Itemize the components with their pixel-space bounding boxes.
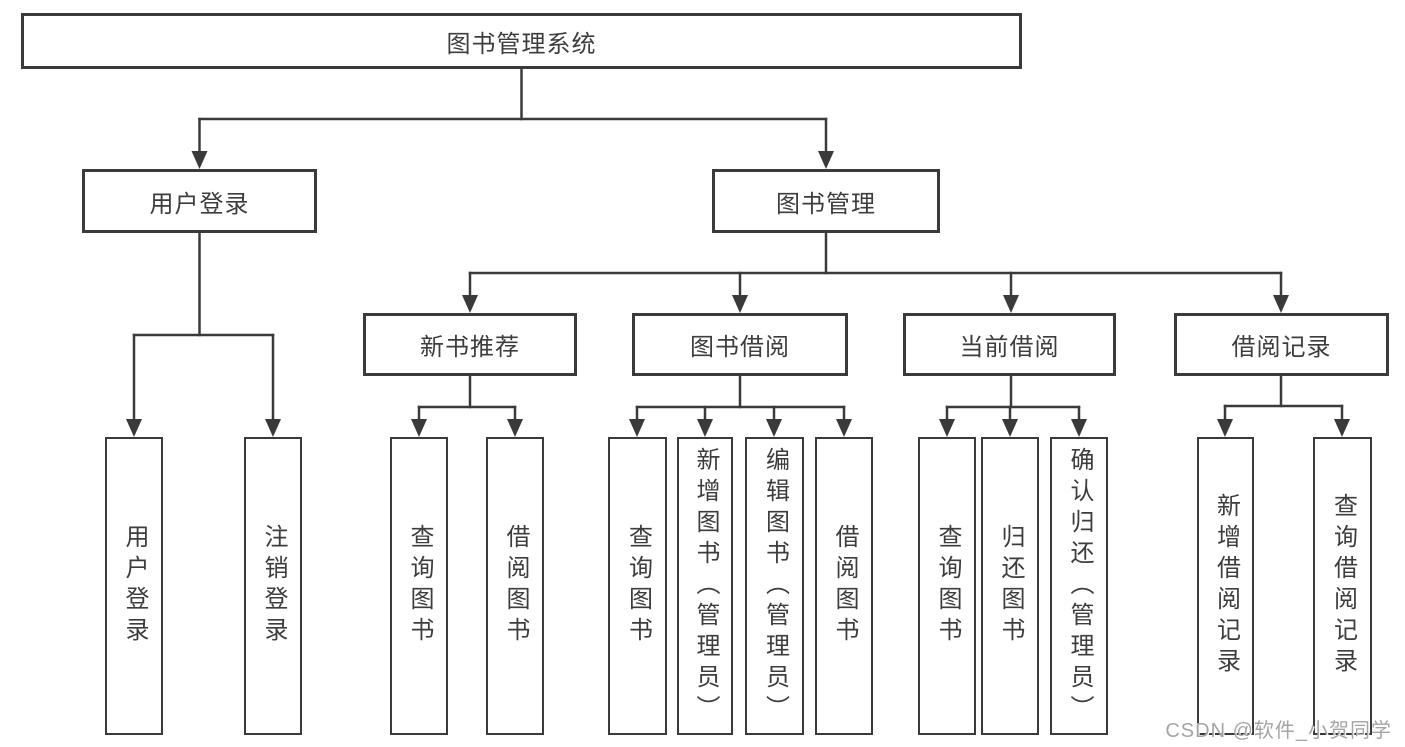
leaf-label: 编辑图书（管理员）	[761, 446, 789, 726]
leaf-borrow-books: 借阅图书	[815, 437, 873, 735]
leaf-query-books-recommend: 查询图书	[390, 437, 448, 735]
leaf-label: 新增借阅记录	[1212, 493, 1240, 679]
node-label: 当前借阅	[959, 334, 1060, 361]
node-borrow-records: 借阅记录	[1174, 313, 1389, 376]
leaf-label: 归还图书	[997, 524, 1024, 648]
node-book-borrow: 图书借阅	[632, 313, 848, 376]
leaf-label: 查询图书	[624, 524, 652, 648]
leaf-edit-books-admin: 编辑图书（管理员）	[745, 437, 804, 735]
leaf-query-books-current: 查询图书	[918, 437, 976, 735]
node-new-book-recommend: 新书推荐	[363, 313, 577, 376]
leaf-label: 借阅图书	[831, 524, 858, 648]
leaf-label: 新增图书（管理员）	[692, 446, 719, 726]
node-label: 用户登录	[149, 190, 250, 218]
node-book-management: 图书管理	[712, 169, 940, 233]
node-root-system: 图书管理系统	[21, 13, 1022, 69]
watermark-text: CSDN @软件_小贺同学	[1165, 720, 1392, 742]
leaf-label: 用户登录	[121, 524, 148, 648]
node-current-borrow: 当前借阅	[903, 313, 1116, 376]
leaf-borrow-books-recommend: 借阅图书	[486, 437, 544, 735]
leaf-query-books-borrow: 查询图书	[608, 437, 667, 735]
leaf-add-borrow-record: 新增借阅记录	[1197, 437, 1254, 735]
leaf-label: 查询图书	[934, 524, 961, 648]
leaf-confirm-return-admin: 确认归还（管理员）	[1050, 437, 1108, 735]
node-label: 图书借阅	[690, 334, 790, 361]
node-label: 新书推荐	[420, 334, 520, 361]
leaf-user-login: 用户登录	[105, 437, 163, 735]
leaf-label: 借阅图书	[502, 524, 529, 648]
leaf-logout: 注销登录	[244, 437, 302, 735]
leaf-query-borrow-record: 查询借阅记录	[1313, 437, 1372, 735]
leaf-label: 查询借阅记录	[1329, 493, 1357, 679]
leaf-label: 确认归还（管理员）	[1066, 446, 1093, 726]
node-user-login: 用户登录	[82, 169, 317, 233]
leaf-add-books-admin: 新增图书（管理员）	[677, 437, 733, 735]
node-label: 图书管理	[776, 190, 876, 218]
leaf-label: 注销登录	[260, 524, 287, 648]
leaf-return-books: 归还图书	[981, 437, 1039, 735]
leaf-label: 查询图书	[406, 524, 433, 648]
node-label: 借阅记录	[1231, 334, 1332, 361]
node-label: 图书管理系统	[446, 30, 597, 58]
